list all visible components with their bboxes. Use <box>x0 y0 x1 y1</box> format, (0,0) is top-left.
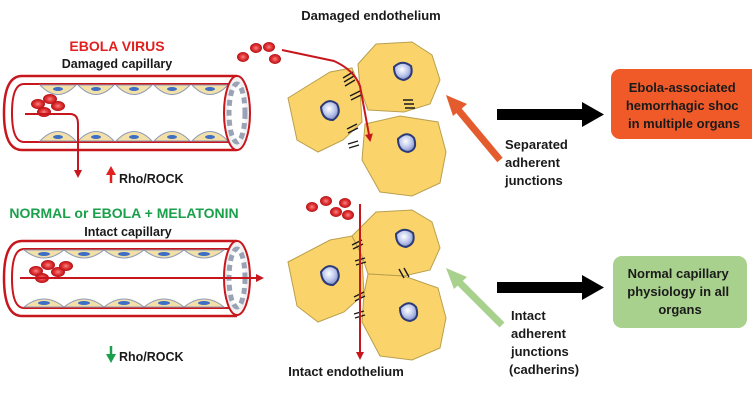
intact-junctions-text: Intact adherent junctions (cadherins) <box>509 308 579 377</box>
ebola-virus-title: EBOLA VIRUS <box>69 38 164 54</box>
rho-rock-decrease: Rho/ROCK <box>106 346 184 364</box>
outcome-arrow-top <box>497 102 604 127</box>
svg-text:Normal capillary physiol: Normal capillary physiology in all organ… <box>627 266 732 317</box>
damaged-capillary <box>2 74 251 178</box>
rho-rock-label-top: Rho/ROCK <box>119 172 184 186</box>
svg-text:Ebola-associated hemorrh: Ebola-associated hemorrhagic shoc in mul… <box>626 80 742 131</box>
normal-outcome-box: Normal capillary physiology in all organ… <box>613 256 747 328</box>
outcome-arrow-bottom <box>497 275 604 300</box>
intact-capillary-label: Intact capillary <box>84 225 172 239</box>
intact-junctions-pointer <box>446 268 505 328</box>
separated-junctions-pointer <box>446 95 503 163</box>
normal-melatonin-title: NORMAL or EBOLA + MELATONIN <box>9 205 238 221</box>
leak-arrow <box>281 49 373 142</box>
rho-rock-label-bottom: Rho/ROCK <box>119 350 184 364</box>
ebola-outcome-box: Ebola-associated hemorrhagic shoc in mul… <box>611 69 752 139</box>
damaged-capillary-label: Damaged capillary <box>62 57 173 71</box>
endothelial-cell <box>361 115 447 197</box>
intact-endothelium-cells <box>287 209 447 361</box>
rho-rock-increase: Rho/ROCK <box>106 166 184 186</box>
intact-capillary <box>2 239 264 318</box>
damaged-endothelium-label: Damaged endothelium <box>301 8 440 23</box>
endothelial-cell <box>351 209 441 277</box>
damaged-endothelium-cells <box>287 41 447 197</box>
separated-junctions-text: Separated adherent junctions <box>504 137 572 188</box>
intact-endothelium-label: Intact endothelium <box>288 364 404 379</box>
